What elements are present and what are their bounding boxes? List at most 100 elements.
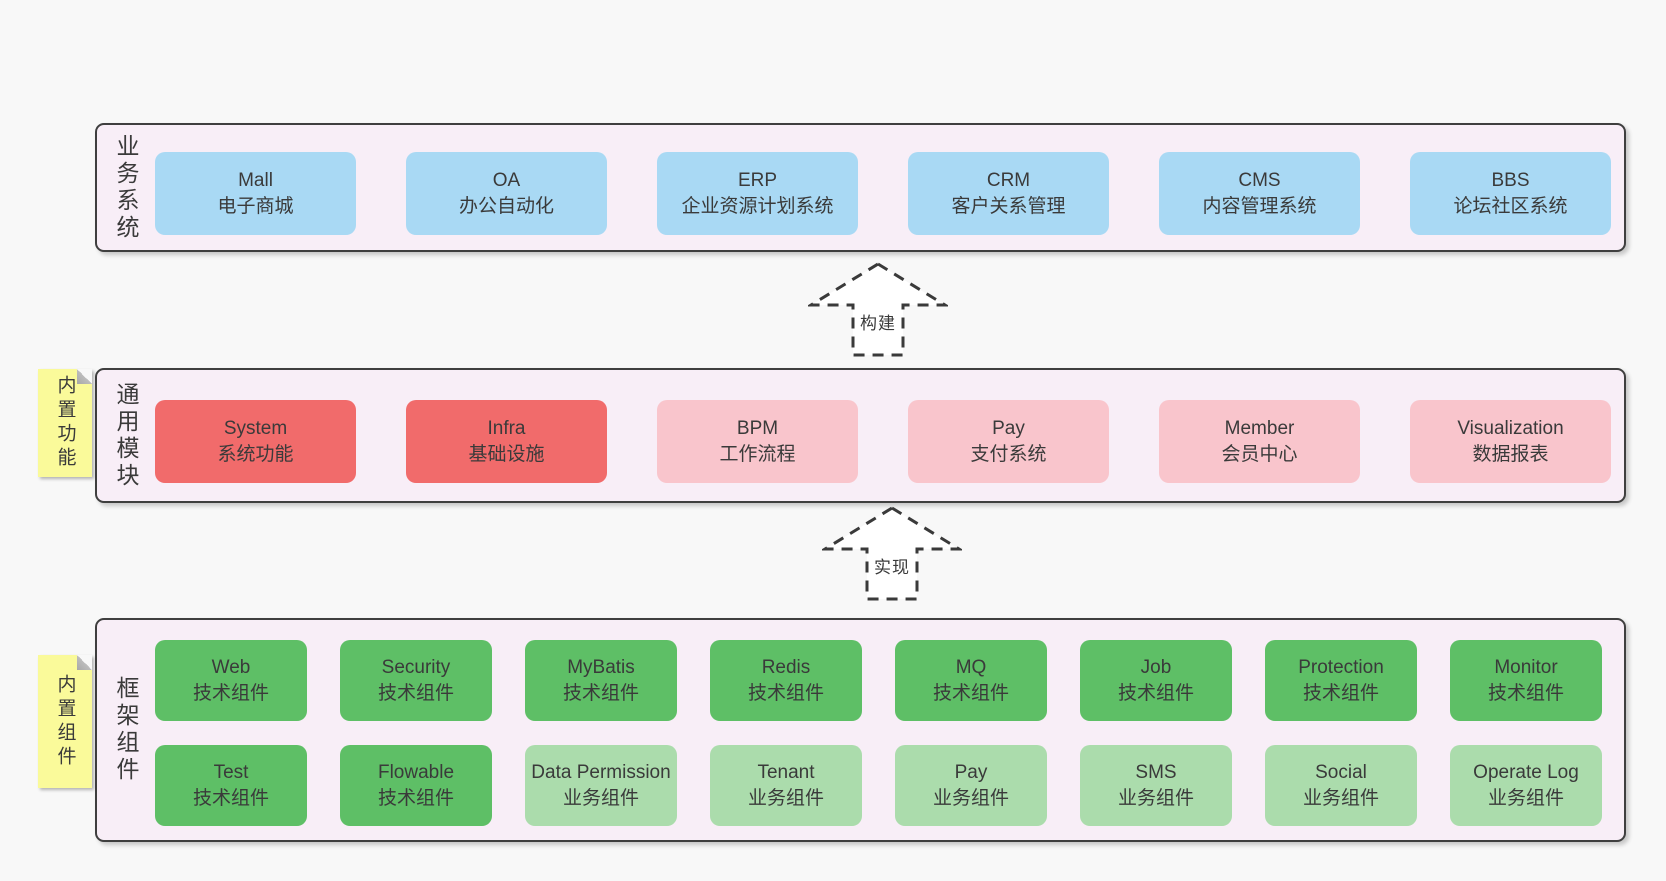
box-mq: MQ 技术组件 — [895, 640, 1047, 721]
build-arrow-icon: 构建 — [808, 261, 948, 358]
box-subtitle: 技术组件 — [1302, 682, 1379, 704]
box-cms: CMS 内容管理系统 — [1159, 152, 1360, 235]
box-infra: Infra 基础设施 — [406, 400, 607, 483]
box-title: ERP — [737, 169, 778, 191]
box-title: Pay — [954, 761, 988, 783]
box-operate-log: Operate Log 业务组件 — [1450, 745, 1602, 826]
box-title: Operate Log — [1473, 761, 1579, 783]
box-subtitle: 基础设施 — [468, 443, 545, 465]
box-member: Member 会员中心 — [1159, 400, 1360, 483]
box-title: Security — [381, 656, 451, 678]
band-business-boxes: Mall 电子商城 OA 办公自动化 ERP 企业资源计划系统 CRM 客户关系… — [155, 125, 1611, 250]
box-title: CRM — [986, 169, 1031, 191]
box-title: MQ — [955, 656, 987, 678]
components-row-1: Web 技术组件 Security 技术组件 MyBatis 技术组件 Redi… — [155, 640, 1602, 721]
box-pay-system: Pay 支付系统 — [908, 400, 1109, 483]
box-subtitle: 技术组件 — [562, 682, 639, 704]
build-arrow-label: 构建 — [860, 314, 896, 333]
box-title: MyBatis — [567, 656, 635, 678]
box-title: CMS — [1238, 169, 1281, 191]
box-subtitle: 论坛社区系统 — [1453, 195, 1568, 217]
box-subtitle: 技术组件 — [192, 787, 269, 809]
band-components-label: 框架组件 — [113, 676, 139, 784]
box-title: Protection — [1298, 656, 1384, 678]
box-title: Social — [1315, 761, 1367, 783]
implement-arrow-label: 实现 — [874, 558, 910, 577]
box-monitor: Monitor 技术组件 — [1450, 640, 1602, 721]
box-subtitle: 内容管理系统 — [1202, 195, 1317, 217]
box-protection: Protection 技术组件 — [1265, 640, 1417, 721]
box-title: Test — [213, 761, 249, 783]
band-framework-components: 框架组件 Web 技术组件 Security 技术组件 MyBatis 技术组件… — [95, 618, 1626, 842]
box-title: Mall — [238, 169, 273, 191]
box-redis: Redis 技术组件 — [710, 640, 862, 721]
band-modules-boxes: System 系统功能 Infra 基础设施 BPM 工作流程 Pay 支付系统… — [155, 370, 1611, 501]
box-title: BBS — [1491, 169, 1530, 191]
box-subtitle: 电子商城 — [217, 195, 294, 217]
box-subtitle: 系统功能 — [217, 443, 294, 465]
box-subtitle: 技术组件 — [932, 682, 1009, 704]
band-common-modules: 通用模块 System 系统功能 Infra 基础设施 BPM 工作流程 Pay… — [95, 368, 1626, 503]
dashed-up-arrow-icon — [808, 262, 948, 357]
box-test: Test 技术组件 — [155, 745, 307, 826]
box-tenant: Tenant 业务组件 — [710, 745, 862, 826]
box-sms: SMS 业务组件 — [1080, 745, 1232, 826]
box-title: OA — [492, 169, 521, 191]
sticky-built-in-components: 内置组件 — [38, 655, 92, 788]
box-title: Job — [1140, 656, 1172, 678]
box-subtitle: 客户关系管理 — [951, 195, 1066, 217]
sticky-label: 内置功能 — [54, 375, 76, 471]
box-pay-component: Pay 业务组件 — [895, 745, 1047, 826]
box-title: Monitor — [1494, 656, 1558, 678]
box-title: Tenant — [757, 761, 815, 783]
box-erp: ERP 企业资源计划系统 — [657, 152, 858, 235]
box-title: System — [223, 417, 288, 439]
box-title: Redis — [761, 656, 811, 678]
box-subtitle: 技术组件 — [377, 682, 454, 704]
box-subtitle: 工作流程 — [719, 443, 796, 465]
box-title: Flowable — [377, 761, 455, 783]
box-bpm: BPM 工作流程 — [657, 400, 858, 483]
box-title: BPM — [736, 417, 779, 439]
box-flowable: Flowable 技术组件 — [340, 745, 492, 826]
box-title: Infra — [487, 417, 526, 439]
box-job: Job 技术组件 — [1080, 640, 1232, 721]
box-title: Pay — [992, 417, 1025, 439]
band-business-systems: 业务系统 Mall 电子商城 OA 办公自动化 ERP 企业资源计划系统 CRM… — [95, 123, 1626, 252]
box-subtitle: 支付系统 — [970, 443, 1047, 465]
box-title: Web — [211, 656, 251, 678]
dashed-up-arrow-icon — [822, 506, 962, 601]
box-subtitle: 技术组件 — [1487, 682, 1564, 704]
box-subtitle: 办公自动化 — [458, 195, 554, 217]
box-mybatis: MyBatis 技术组件 — [525, 640, 677, 721]
box-web: Web 技术组件 — [155, 640, 307, 721]
box-subtitle: 数据报表 — [1472, 443, 1549, 465]
band-business-label: 业务系统 — [113, 133, 139, 242]
box-title: Data Permission — [531, 761, 671, 783]
box-social: Social 业务组件 — [1265, 745, 1417, 826]
box-subtitle: 会员中心 — [1221, 443, 1298, 465]
box-title: Visualization — [1457, 417, 1564, 439]
sticky-label: 内置组件 — [54, 673, 76, 770]
components-row-2: Test 技术组件 Flowable 技术组件 Data Permission … — [155, 745, 1602, 826]
box-crm: CRM 客户关系管理 — [908, 152, 1109, 235]
box-subtitle: 业务组件 — [932, 787, 1009, 809]
box-bbs: BBS 论坛社区系统 — [1410, 152, 1611, 235]
box-subtitle: 业务组件 — [1487, 787, 1564, 809]
box-title: Member — [1224, 417, 1295, 439]
box-security: Security 技术组件 — [340, 640, 492, 721]
box-subtitle: 技术组件 — [192, 682, 269, 704]
box-subtitle: 业务组件 — [562, 787, 639, 809]
box-visualization: Visualization 数据报表 — [1410, 400, 1611, 483]
box-oa: OA 办公自动化 — [406, 152, 607, 235]
band-components-rows: Web 技术组件 Security 技术组件 MyBatis 技术组件 Redi… — [155, 620, 1602, 840]
box-title: SMS — [1135, 761, 1177, 783]
box-subtitle: 技术组件 — [747, 682, 824, 704]
sticky-built-in-features: 内置功能 — [38, 369, 92, 477]
box-subtitle: 业务组件 — [1117, 787, 1194, 809]
box-subtitle: 技术组件 — [377, 787, 454, 809]
box-mall: Mall 电子商城 — [155, 152, 356, 235]
box-subtitle: 业务组件 — [747, 787, 824, 809]
box-system: System 系统功能 — [155, 400, 356, 483]
